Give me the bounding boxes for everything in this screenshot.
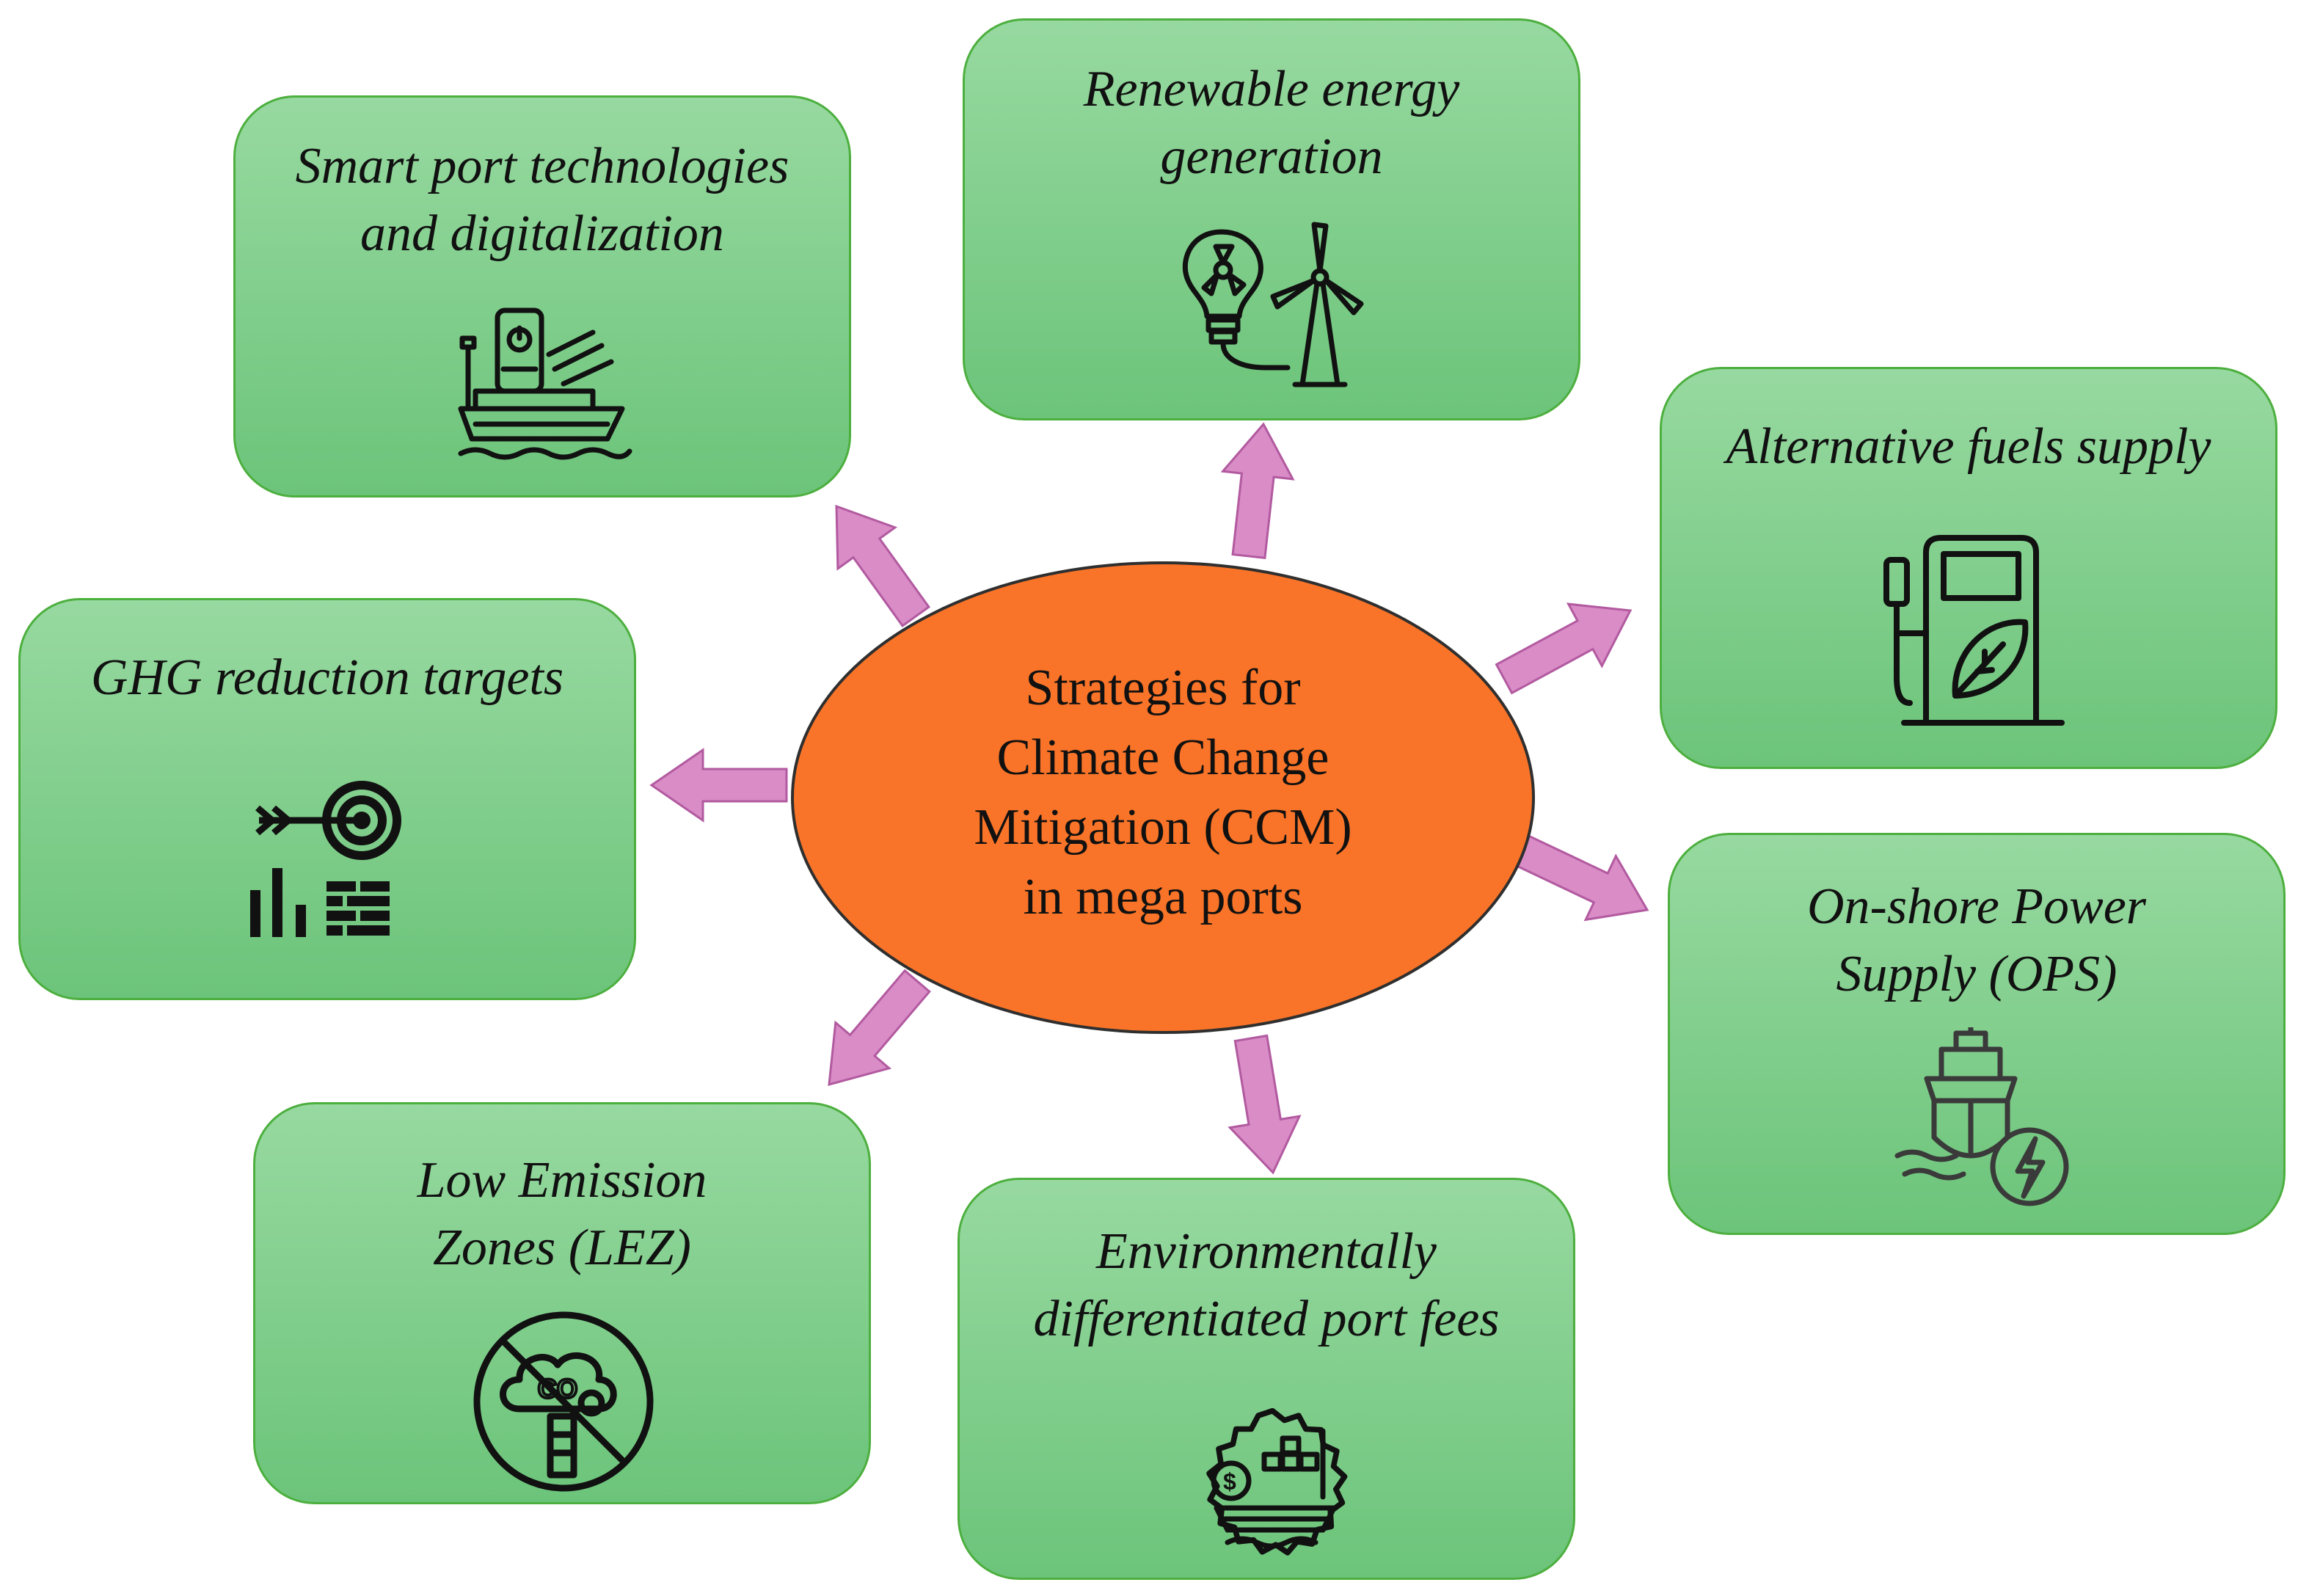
ship-electric-icon bbox=[1894, 1027, 2069, 1206]
ship-fee-seal-icon: $ bbox=[1206, 1407, 1348, 1556]
node-alt-fuels: Alternative fuels supply bbox=[1660, 367, 2277, 769]
node-title: Smart port technologies and digitalizati… bbox=[295, 138, 789, 262]
node-title: Alternative fuels supply bbox=[1726, 418, 2211, 475]
node-fees: Environmentally differentiated port fees… bbox=[958, 1178, 1575, 1580]
svg-text:CO: CO bbox=[538, 1374, 577, 1404]
node-ghg: GHG reduction targets bbox=[18, 598, 636, 1000]
node-smart-port: Smart port technologies and digitalizati… bbox=[233, 95, 851, 498]
arrow-to-alt-fuels bbox=[1495, 602, 1633, 695]
node-title: GHG reduction targets bbox=[90, 649, 564, 706]
svg-text:$: $ bbox=[1223, 1468, 1236, 1495]
node-renewable: Renewable energy generation bbox=[963, 18, 1580, 420]
arrow-to-fees bbox=[1228, 1034, 1302, 1175]
arrow-to-ghg bbox=[649, 748, 788, 823]
node-title: Low Emission Zones (LEZ) bbox=[417, 1152, 707, 1276]
node-lez: Low Emission Zones (LEZ) CO bbox=[253, 1102, 871, 1504]
target-chart-icon bbox=[250, 781, 401, 937]
no-co2-icon: CO bbox=[473, 1311, 654, 1492]
arrow-to-lez bbox=[828, 969, 931, 1087]
arrow-to-renewable bbox=[1220, 422, 1295, 560]
bulb-wind-turbine-icon bbox=[1182, 222, 1364, 387]
node-title: On-shore Power Supply (OPS) bbox=[1806, 878, 2147, 1002]
node-title: Renewable energy generation bbox=[1083, 61, 1460, 185]
node-ops: On-shore Power Supply (OPS) bbox=[1668, 833, 2286, 1235]
fuel-pump-leaf-icon bbox=[1883, 535, 2065, 726]
arrow-to-smart-port bbox=[835, 504, 930, 627]
ship-smartphone-icon bbox=[458, 307, 632, 460]
node-title: Environmentally differentiated port fees bbox=[1033, 1223, 1500, 1347]
center-label: Strategies for Climate Change Mitigation… bbox=[974, 660, 1352, 925]
arrow-to-ops bbox=[1511, 834, 1649, 922]
